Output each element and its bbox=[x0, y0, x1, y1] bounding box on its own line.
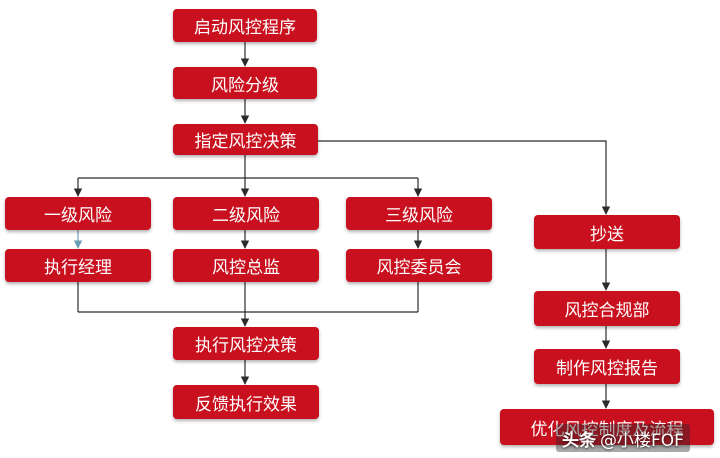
node-risk-director: 风控总监 bbox=[173, 249, 319, 282]
node-report: 制作风控报告 bbox=[534, 349, 680, 384]
node-start: 启动风控程序 bbox=[173, 9, 317, 42]
node-execute: 执行风控决策 bbox=[173, 327, 319, 360]
watermark-account: @小楼FOF bbox=[600, 430, 684, 451]
node-cc: 抄送 bbox=[534, 215, 680, 249]
node-assign: 指定风控决策 bbox=[173, 124, 318, 155]
node-compliance: 风控合规部 bbox=[534, 291, 680, 326]
watermark-logo: 头条 bbox=[562, 430, 596, 451]
node-optimize: 优化风控制度及流程 bbox=[500, 409, 714, 445]
node-exec-manager: 执行经理 bbox=[5, 249, 151, 282]
node-level1: 一级风险 bbox=[5, 197, 151, 230]
watermark: 头条 @小楼FOF bbox=[556, 424, 690, 452]
arrow-assign-to-cc bbox=[318, 140, 611, 215]
node-risk-committee: 风控委员会 bbox=[346, 249, 492, 282]
node-level3: 三级风险 bbox=[346, 197, 492, 230]
node-feedback: 反馈执行效果 bbox=[173, 385, 319, 419]
node-level2: 二级风险 bbox=[173, 197, 319, 230]
node-grading: 风险分级 bbox=[173, 67, 317, 99]
